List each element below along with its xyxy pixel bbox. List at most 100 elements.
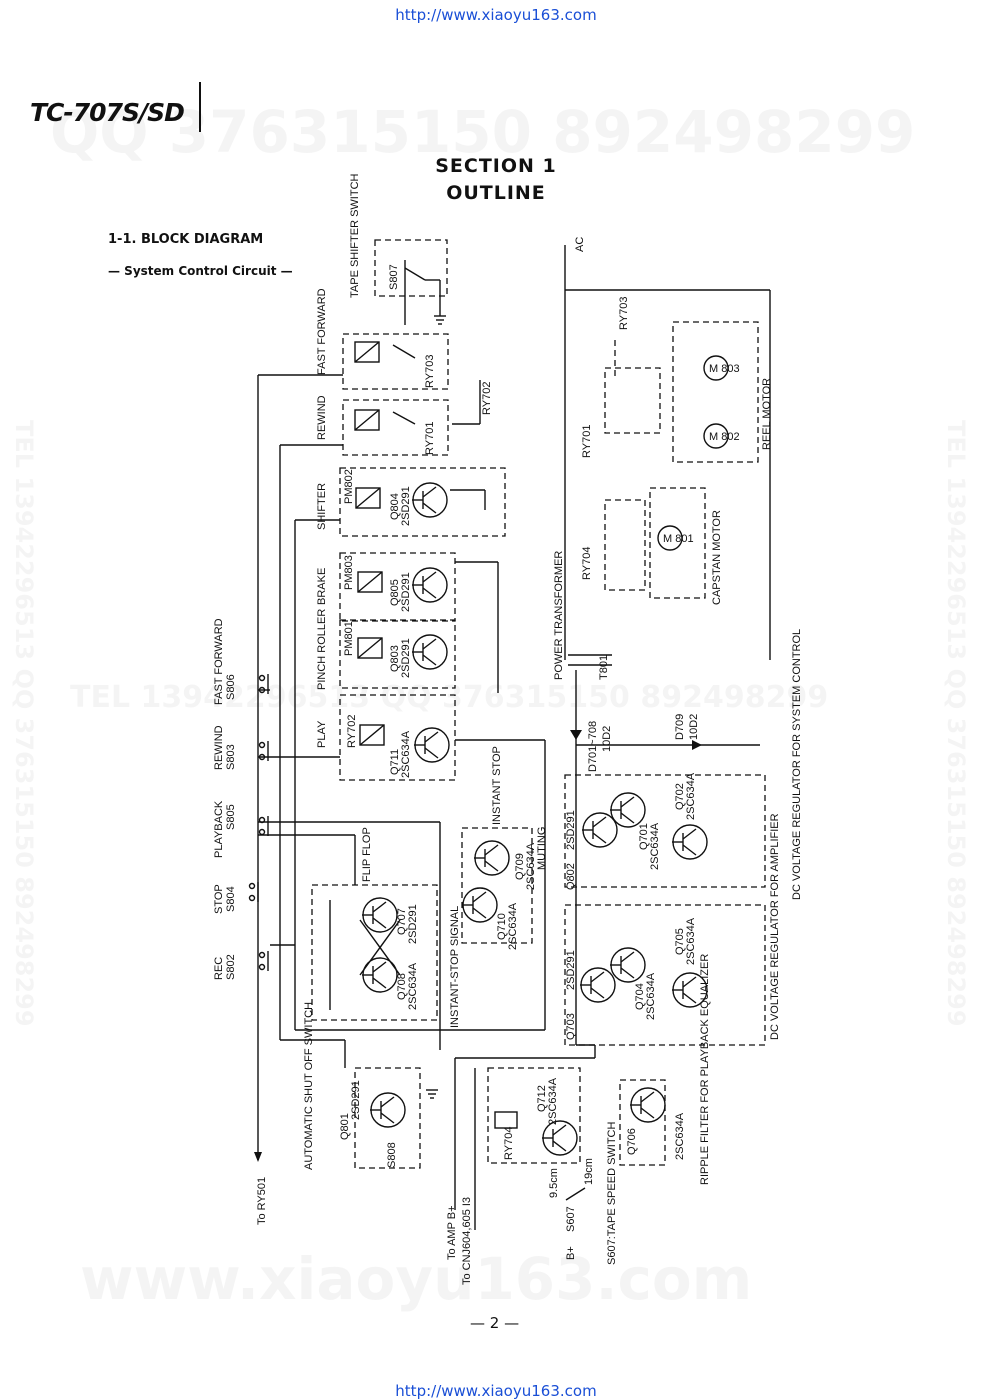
q803-label: Q803 <box>389 645 401 672</box>
reel-motor-label: REEL MOTOR <box>761 378 773 450</box>
ry704-right-label: RY704 <box>581 547 593 580</box>
m802-label: M 802 <box>709 431 740 443</box>
s807-switch-contact <box>404 267 426 281</box>
ripple-filter-label: RIPPLE FILTER FOR PLAYBACK EQUALIZER <box>699 954 711 1185</box>
s607-label: S607 <box>565 1206 577 1232</box>
q704-transistor <box>609 947 646 983</box>
section-number: SECTION 1 <box>435 155 557 177</box>
s802-label: S802 <box>225 954 237 980</box>
sw-rewind-label: REWIND <box>213 725 225 770</box>
ground-symbol <box>425 1089 439 1099</box>
ry703-label: RY703 <box>424 355 436 388</box>
q804-label: Q804 <box>389 493 401 520</box>
q702-transistor <box>671 824 708 860</box>
q802-type: 2SD291 <box>565 810 577 850</box>
source-url-bottom[interactable]: http://www.xiaoyu163.com <box>395 1382 597 1400</box>
ry702-coil <box>359 724 385 746</box>
capstan-motor-box <box>649 487 706 599</box>
d709-type: 10D2 <box>688 714 700 740</box>
q706-transistor <box>629 1087 666 1123</box>
q802-label: Q802 <box>565 863 577 890</box>
d701-type: 10D2 <box>601 726 613 752</box>
ry701-coil <box>354 409 380 431</box>
d709-label: D709 <box>674 714 686 740</box>
speed-relay-box <box>487 1067 581 1164</box>
shifter-label: SHIFTER <box>316 483 328 530</box>
q701-label: Q701 <box>638 823 650 850</box>
m802-motor <box>703 423 729 449</box>
pm802-coil <box>355 487 381 509</box>
speed-19-label: 19cm <box>583 1158 595 1185</box>
auto-shut-off-label: AUTOMATIC SHUT OFF SWITCH <box>303 1002 315 1170</box>
sw-fast-forward-label: FAST FORWARD <box>213 618 225 705</box>
t801-label: T801 <box>598 655 610 680</box>
q805-transistor <box>411 567 448 603</box>
q701-transistor <box>609 792 646 828</box>
fast-forward-relay-label: FAST FORWARD <box>316 288 328 375</box>
q803-transistor <box>411 634 448 670</box>
q707-type: 2SD291 <box>407 904 419 944</box>
pm803-coil <box>357 571 383 593</box>
q703-type: 2SD291 <box>565 950 577 990</box>
q703-label: Q703 <box>565 1013 577 1040</box>
s804-switch <box>248 881 259 903</box>
q705-label: Q705 <box>674 928 686 955</box>
rewind-relay-label: REWIND <box>316 395 328 440</box>
instant-stop-signal-label: INSTANT-STOP SIGNAL <box>449 906 461 1028</box>
q802-transistor <box>581 812 618 848</box>
auto-shut-off-box <box>354 1067 421 1169</box>
q801-transistor <box>369 1092 406 1128</box>
s807-label: S807 <box>388 264 400 290</box>
q701-type: 2SC634A <box>649 822 661 870</box>
q710-label: Q710 <box>496 913 508 940</box>
block-diagram-subheading: — System Control Circuit — <box>108 264 293 278</box>
q702-label: Q702 <box>674 783 686 810</box>
q704-label: Q704 <box>634 983 646 1010</box>
to-amp-label: To AMP B+ <box>446 1205 458 1260</box>
s806-label: S806 <box>225 674 237 700</box>
capstan-motor-label: CAPSTAN MOTOR <box>711 510 723 605</box>
s805-switch <box>258 815 269 837</box>
flip-flop-label: FLIP FLOP <box>361 827 373 882</box>
q711-label: Q711 <box>389 749 401 775</box>
flip-flop-box <box>311 884 438 1021</box>
tape-shifter-switch-label: TAPE SHIFTER SWITCH <box>349 173 361 298</box>
pm801-label: PM801 <box>343 621 355 656</box>
q709-transistor <box>473 840 510 876</box>
q711-type: 2SC634A <box>400 730 412 778</box>
q710-type: 2SC634A <box>507 902 519 950</box>
q801-label: Q801 <box>339 1113 351 1140</box>
ry703-coil <box>354 341 380 363</box>
ry704-contacts <box>604 499 646 591</box>
reg-amp-label: DC VOLTAGE REGULATOR FOR AMPLIFIER <box>769 813 781 1040</box>
speed-95-label: 9.5cm <box>548 1168 560 1198</box>
m801-label: M 801 <box>663 533 694 545</box>
s804-label: S804 <box>225 886 237 912</box>
block-diagram-heading: 1-1. BLOCK DIAGRAM <box>108 232 264 247</box>
m803-label: M 803 <box>709 363 740 375</box>
ry701-right-label: RY701 <box>581 425 593 458</box>
s803-label: S803 <box>225 744 237 770</box>
to-ry501-label: To RY501 <box>256 1177 268 1225</box>
rewind-relay-box <box>342 399 449 456</box>
m801-motor <box>657 525 683 551</box>
q704-type: 2SC634A <box>645 972 657 1020</box>
d709-diode <box>692 740 702 750</box>
instant-stop-label: INSTANT STOP <box>491 746 503 825</box>
ry704-low-label: RY704 <box>503 1127 515 1160</box>
s808-label: S808 <box>386 1142 398 1168</box>
ry703-right-label: RY703 <box>618 297 630 330</box>
to-cnj-label: To CNJ604,605 I3 <box>461 1197 473 1285</box>
q707-transistor <box>361 897 398 933</box>
s607-desc-line1: S607:TAPE SPEED SWITCH <box>606 1121 618 1265</box>
fast-forward-relay-box <box>342 333 449 390</box>
ac-label: AC <box>574 237 586 252</box>
q705-type: 2SC634A <box>685 917 697 965</box>
q709-type: 2SC634A <box>525 842 537 890</box>
tape-shifter-switch-box <box>374 239 448 297</box>
q712-type: 2SC634A <box>547 1077 559 1125</box>
reg-amp-box <box>564 904 766 1046</box>
sw-stop-label: STOP <box>213 884 225 914</box>
source-url-top[interactable]: http://www.xiaoyu163.com <box>395 6 597 24</box>
